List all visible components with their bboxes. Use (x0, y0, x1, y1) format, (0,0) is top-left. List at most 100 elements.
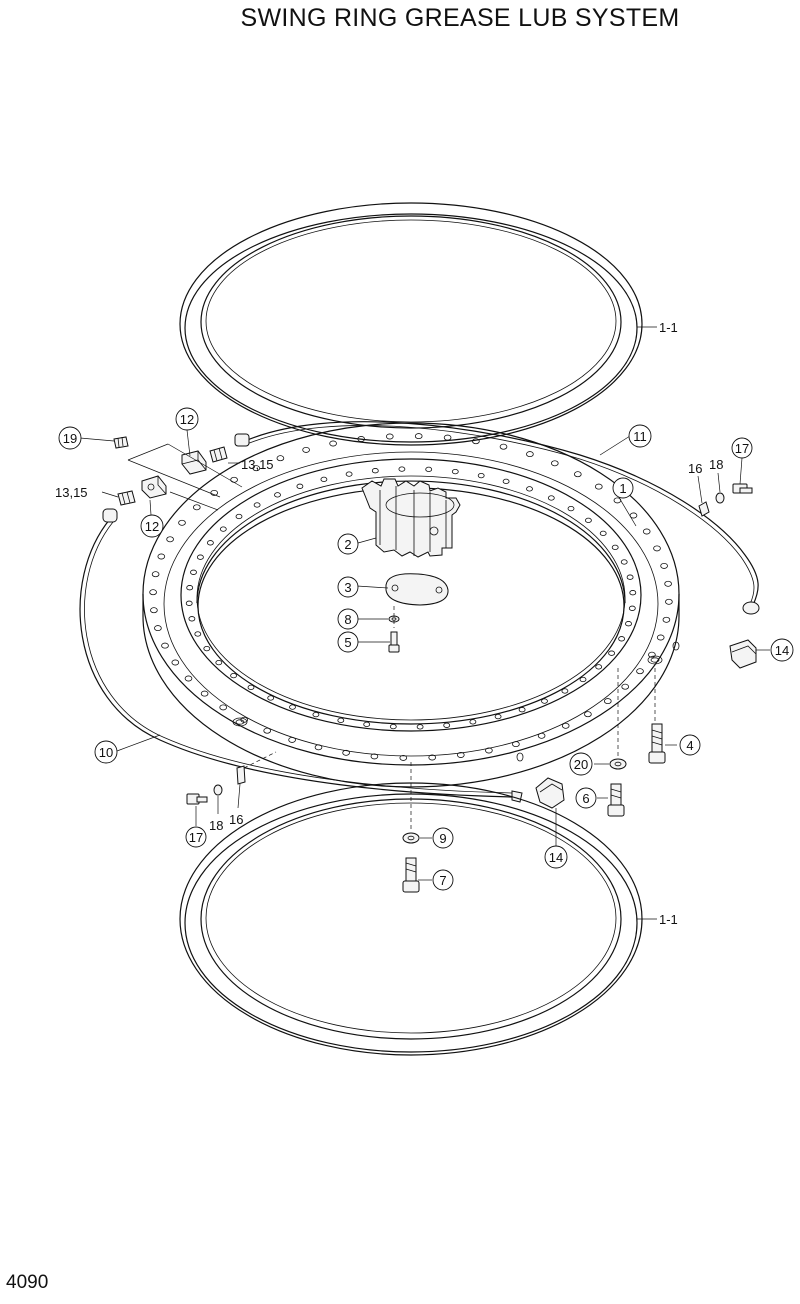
bolt-hole (541, 698, 548, 704)
elbow-14-right (729, 639, 757, 669)
bolt-hole (561, 688, 569, 694)
swing-bearing (142, 422, 680, 788)
bolt-hole (642, 528, 651, 535)
svg-text:3: 3 (344, 580, 351, 595)
svg-text:16: 16 (229, 812, 243, 827)
washer-18-right (715, 492, 725, 504)
svg-text:1-1: 1-1 (659, 320, 678, 335)
bolt-hole (253, 502, 261, 508)
elbow-14-bottom (535, 777, 565, 809)
bolt-hole (603, 698, 612, 705)
bolt-hole (252, 465, 261, 472)
bolt-hole (200, 690, 209, 697)
bolt-hole (149, 589, 157, 596)
callout-11: 11 (628, 424, 652, 448)
bolt-hole (342, 749, 350, 756)
bolt-hole (296, 483, 304, 489)
bolt-hole (414, 433, 423, 440)
callout-16-left: 16 (229, 812, 243, 827)
bolt-hole (456, 752, 465, 758)
bolt-hole (185, 600, 193, 606)
svg-text:16: 16 (688, 461, 702, 476)
bolt-hole (178, 519, 186, 526)
svg-text:8: 8 (344, 612, 351, 627)
callout-13-15-left: 13,15 (55, 485, 88, 500)
bolt-hole (230, 672, 238, 679)
bolt-hole (186, 585, 194, 591)
svg-text:14: 14 (775, 643, 789, 658)
bolt-hole (206, 540, 214, 546)
pinion-gear (361, 478, 461, 558)
bolt-hole (599, 530, 607, 537)
bolt-hole (561, 722, 570, 729)
bolt-hole (636, 668, 644, 675)
callout-17-left: 17 (185, 826, 207, 848)
bolt-4 (648, 723, 666, 764)
bolt-hole (210, 489, 219, 496)
callout-2: 2 (337, 533, 359, 555)
bolt-hole (477, 472, 485, 479)
bolt-hole (494, 713, 502, 720)
bolt-hole (620, 559, 628, 565)
callout-8: 8 (337, 608, 359, 630)
bolt-hole (585, 517, 592, 524)
bolt-hole (579, 676, 587, 683)
svg-text:18: 18 (709, 457, 723, 472)
bolt-hole (194, 631, 202, 637)
bolt-hole (629, 590, 637, 596)
bolt-hole (443, 434, 452, 441)
leader-lines (79, 326, 770, 920)
bolt-hole (550, 460, 559, 467)
callout-1-1-top: 1-1 (659, 320, 678, 335)
svg-text:6: 6 (582, 791, 589, 806)
svg-text:18: 18 (209, 818, 223, 833)
svg-text:7: 7 (439, 873, 446, 888)
svg-text:11: 11 (633, 429, 647, 444)
bolt-hole (648, 651, 656, 658)
bolt-hole (357, 436, 366, 442)
svg-text:12: 12 (180, 412, 194, 427)
bolt-hole (230, 476, 238, 483)
bolt-17-right (732, 483, 753, 494)
bolt-hole (371, 468, 379, 474)
bolt-hole (399, 754, 408, 761)
bolt-hole (166, 536, 174, 543)
washer-9 (402, 832, 420, 844)
callout-16-right: 16 (688, 461, 702, 476)
bolt-hole (618, 636, 625, 642)
seal-ring-bottom (179, 782, 643, 1056)
bolt-hole (499, 443, 508, 450)
fitting-19 (113, 436, 129, 449)
washer-20 (609, 758, 627, 770)
adapter-12-top (181, 450, 207, 475)
washer-18-left (213, 784, 223, 796)
bolt-hole (196, 554, 204, 560)
bolt-hole (485, 747, 493, 754)
bolt-hole (628, 605, 636, 611)
fitting-13-15-left (117, 490, 136, 506)
bolt-hole (193, 504, 201, 511)
bolt-hole (518, 707, 526, 713)
callout-18-left: 18 (209, 818, 223, 833)
callout-6: 6 (575, 787, 597, 809)
bolt-hole (302, 446, 310, 453)
callout-10: 10 (94, 740, 118, 764)
bolt-hole (151, 571, 160, 578)
callout-20: 20 (569, 752, 593, 776)
svg-text:5: 5 (344, 635, 351, 650)
svg-text:10: 10 (99, 745, 113, 760)
svg-text:17: 17 (189, 830, 203, 845)
svg-text:13,15: 13,15 (241, 457, 274, 472)
bolt-hole (625, 621, 632, 627)
callout-14-bottom: 14 (544, 845, 568, 869)
bolt-hole (274, 492, 281, 498)
page-title: SWING RING GREASE LUB SYSTEM (240, 4, 680, 32)
bolt-hole (263, 727, 272, 734)
bolt-hole (594, 483, 603, 490)
bolt-hole (664, 580, 672, 587)
bearing-outer-bolt-holes (149, 433, 673, 761)
bolt-hole (611, 544, 619, 551)
svg-text:12: 12 (145, 519, 159, 534)
bolt-hole (157, 553, 166, 560)
